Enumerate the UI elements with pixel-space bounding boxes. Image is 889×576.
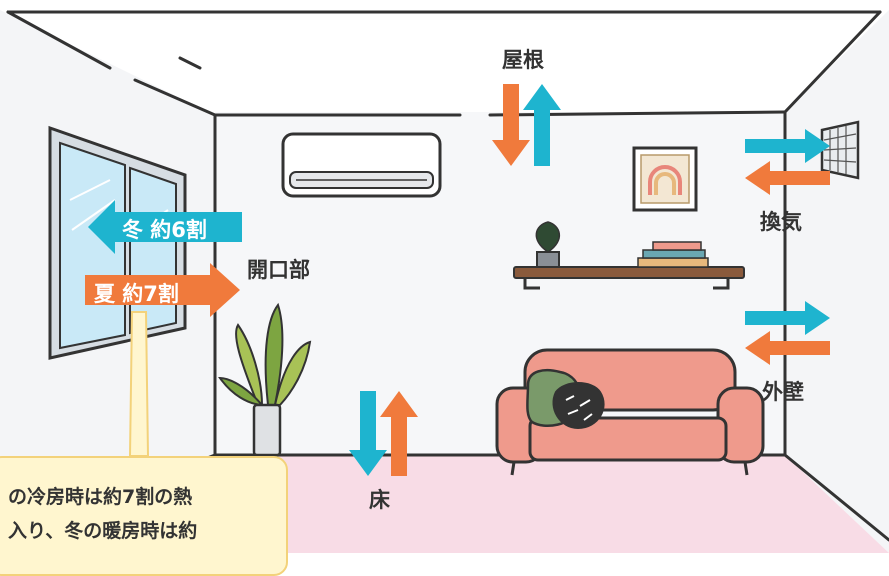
outer-wall-arrows <box>745 301 830 365</box>
ceiling <box>0 10 889 100</box>
vent-grille-icon <box>820 120 860 180</box>
shelf-icon <box>513 221 745 290</box>
picture-frame-icon <box>632 146 698 212</box>
outer-wall-arrow-in <box>745 331 830 365</box>
ventilation-arrows <box>745 129 830 195</box>
summer-arrow-label: 夏 約7割 <box>94 282 179 306</box>
plant-icon <box>218 302 312 457</box>
callout-line-1: の冷房時は約7割の熱 <box>8 486 193 508</box>
roof-arrows <box>492 84 561 166</box>
floor-arrow-out <box>349 391 387 476</box>
floor-arrow-in <box>380 391 418 476</box>
label-ventilation: 換気 <box>760 210 802 234</box>
roof-arrow-in <box>492 84 530 166</box>
floor-arrows <box>349 391 418 476</box>
roof-arrow-out <box>523 84 561 166</box>
summer-arrow <box>85 263 240 317</box>
winter-arrow-label: 冬 約6割 <box>122 218 207 242</box>
sofa-icon <box>495 348 765 476</box>
window-arrows <box>85 200 242 317</box>
winter-arrow <box>88 200 242 254</box>
label-opening: 開口部 <box>247 258 310 282</box>
air-conditioner-icon <box>281 132 442 198</box>
label-outer-wall: 外壁 <box>762 380 804 404</box>
callout-line-2: 入り、冬の暖房時は約 <box>8 520 198 542</box>
room-illustration <box>0 10 889 553</box>
ventilation-arrow-out <box>745 129 830 163</box>
callout-pointer <box>128 311 150 457</box>
callout-box: の冷房時は約7割の熱 入り、冬の暖房時は約 <box>0 456 288 576</box>
label-floor: 床 <box>369 488 390 512</box>
label-roof: 屋根 <box>502 48 544 72</box>
outer-wall-arrow-out <box>745 301 830 335</box>
ventilation-arrow-in <box>745 161 830 195</box>
